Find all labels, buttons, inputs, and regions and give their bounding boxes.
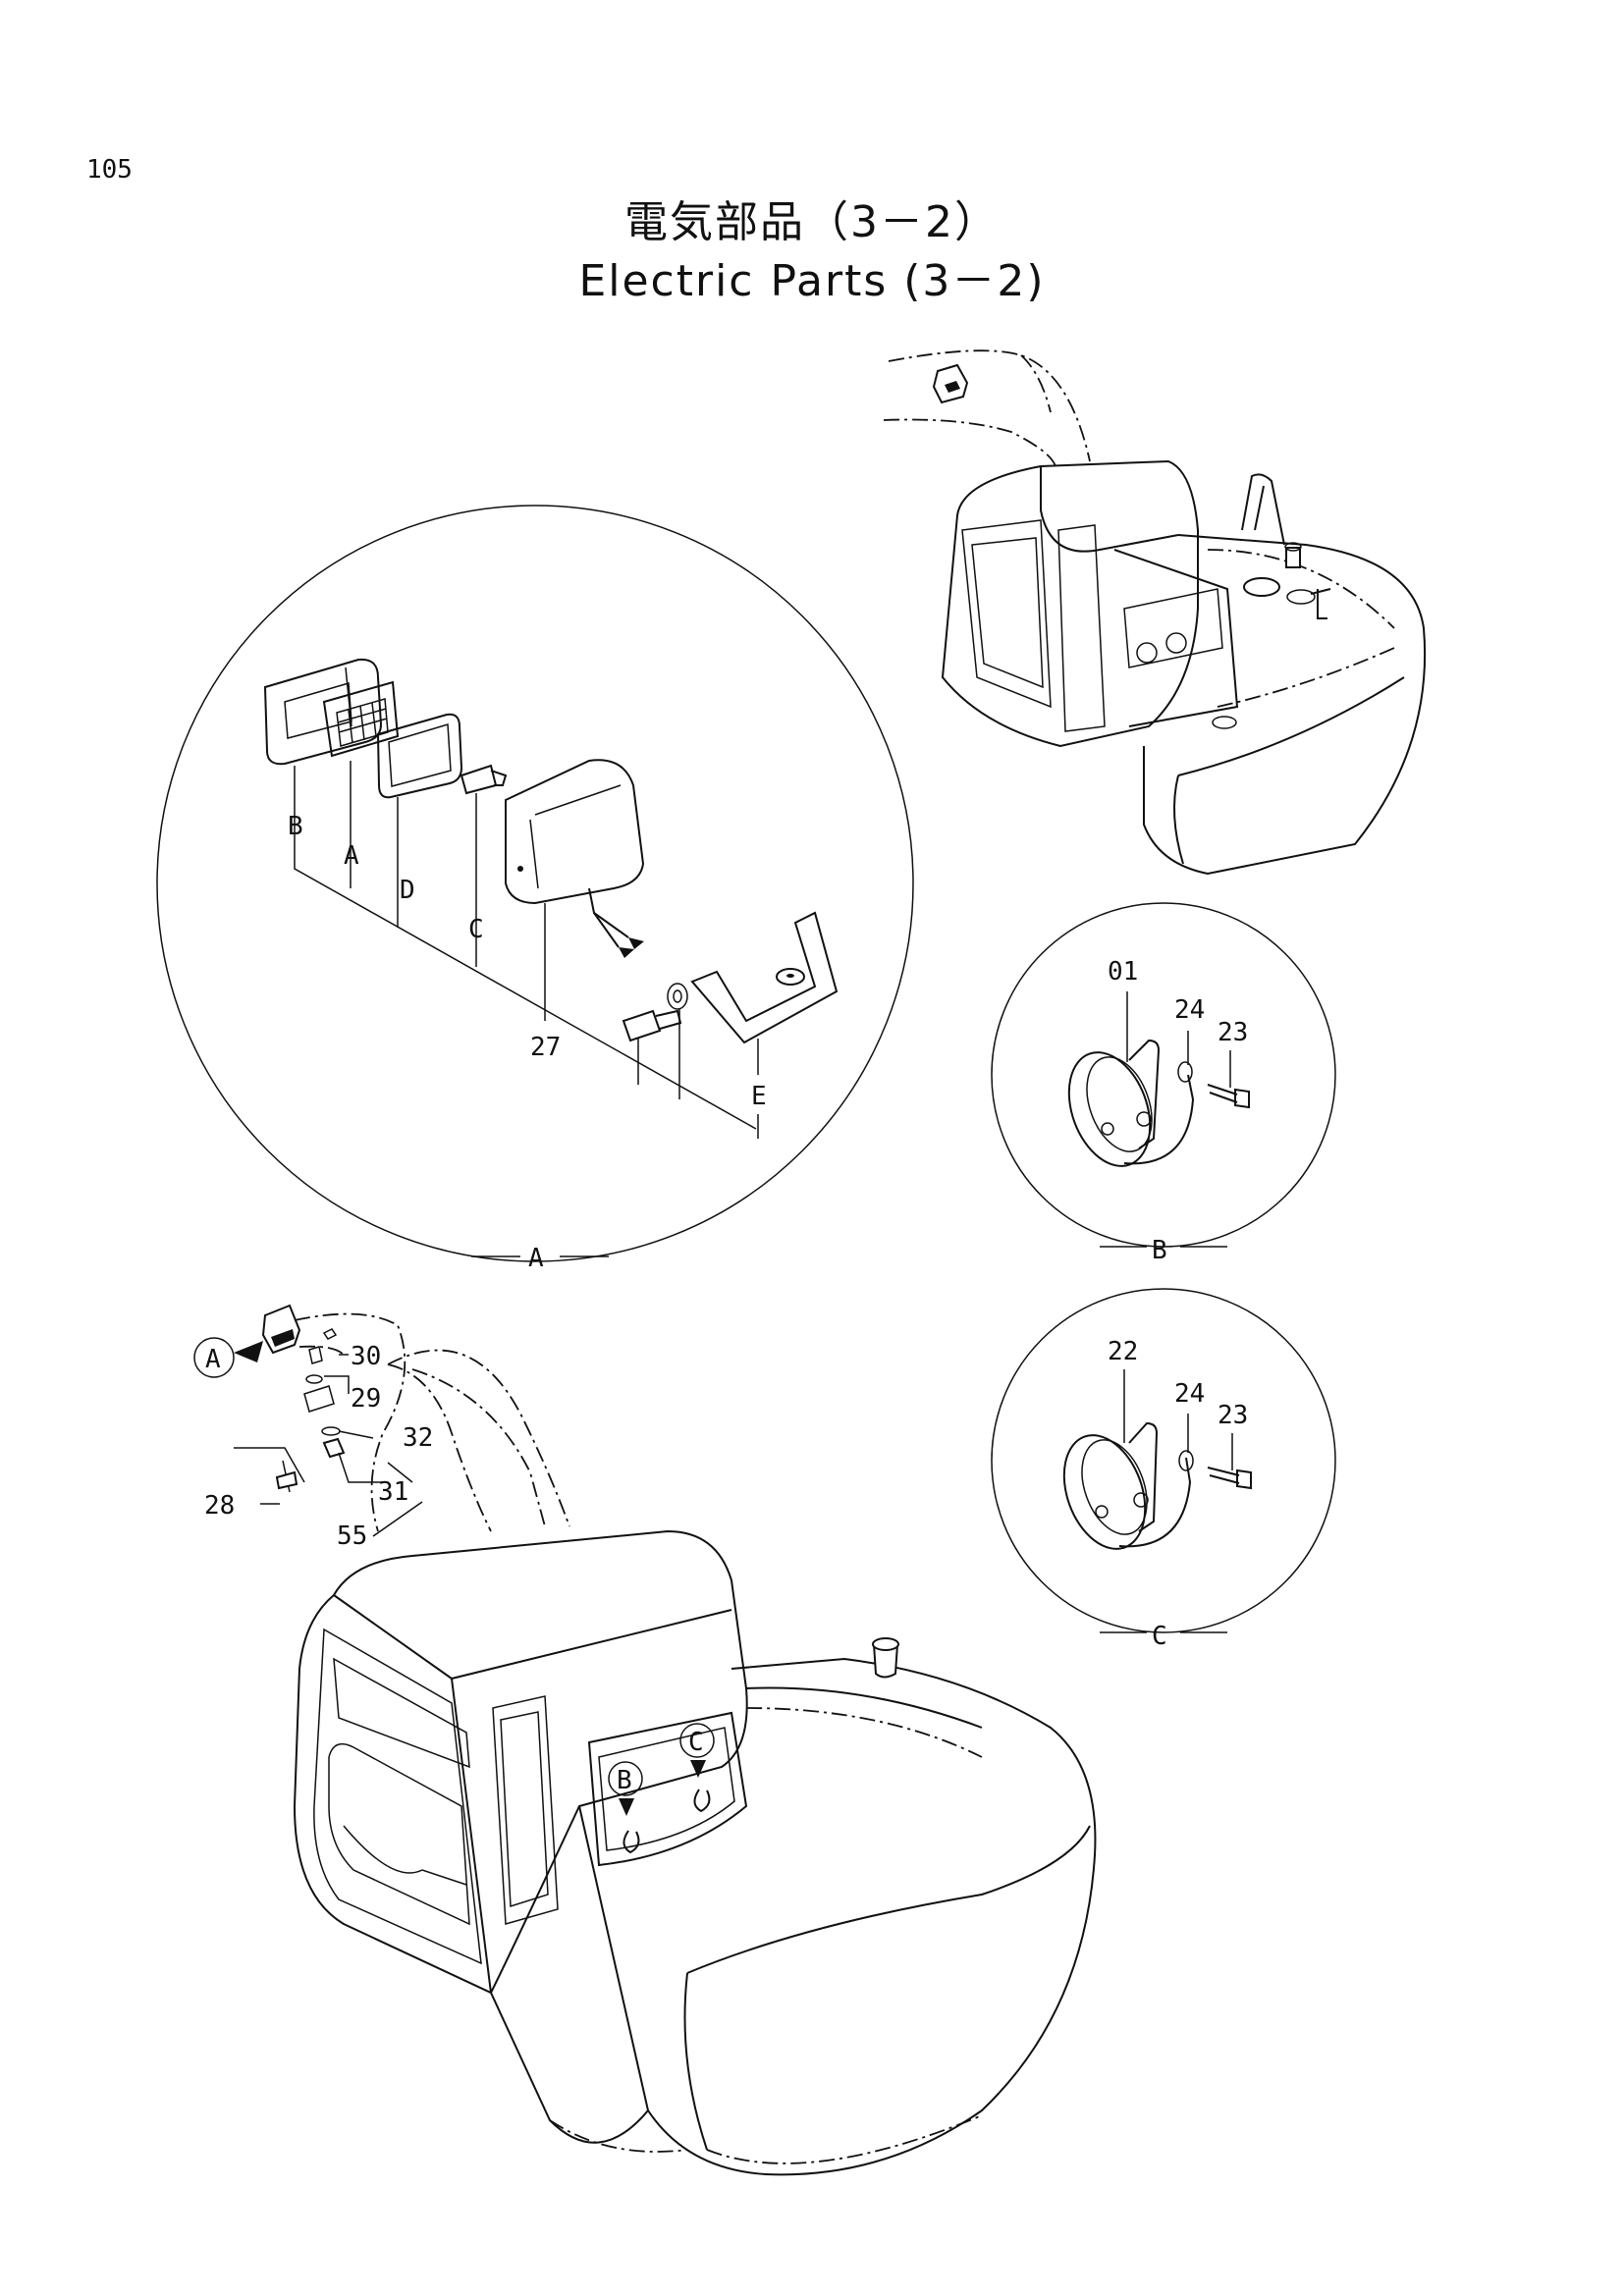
light-gasket-part: [376, 713, 463, 799]
light-mounting-assembly: A 30 29 32 28: [193, 1304, 433, 1551]
detail-a-label-e: E: [751, 1082, 767, 1111]
label-31: 31: [378, 1477, 408, 1507]
horn-b-label-01: 01: [1108, 957, 1138, 987]
bolt-and-washer-parts: [622, 983, 688, 1042]
horn-c-label-24: 24: [1174, 1379, 1205, 1409]
bubble-a-label: A: [205, 1345, 221, 1374]
detail-a-label-27: 27: [530, 1033, 561, 1062]
label-32: 32: [403, 1423, 433, 1453]
horn-part-22: [1062, 1421, 1192, 1550]
bubble-b-label: B: [617, 1766, 632, 1795]
light-bracket-part: [690, 911, 839, 1044]
light-lens-part: [322, 680, 400, 758]
main-view-bubbles: B C: [608, 1723, 715, 1854]
detail-b-callout: B: [1152, 1236, 1167, 1265]
detail-a-label-b: B: [288, 812, 303, 841]
label-30: 30: [351, 1342, 381, 1371]
light-housing-part: [505, 759, 645, 958]
detail-a-callout: A: [528, 1244, 544, 1273]
light-frame-part: [263, 658, 383, 766]
detail-a-label-d: D: [400, 876, 415, 905]
horn-c-label-22: 22: [1108, 1337, 1138, 1366]
light-bulb-part: [460, 764, 508, 795]
detail-circle-a: A: [156, 505, 914, 1273]
main-excavator-illustration: [293, 1349, 1097, 2176]
horn-b-label-24: 24: [1174, 995, 1205, 1025]
overview-excavator-illustration: [883, 349, 1427, 876]
detail-c-callout: C: [1152, 1622, 1167, 1651]
detail-circle-b: B 01 24 23: [991, 902, 1336, 1265]
label-55: 55: [337, 1522, 367, 1551]
label-28: 28: [204, 1491, 235, 1521]
horn-c-label-23: 23: [1218, 1401, 1248, 1430]
overview-work-light-icon: [932, 363, 969, 404]
page-title-english: Electric Parts (3－2): [578, 256, 1046, 306]
page-number: 105: [86, 155, 133, 185]
horn-b-label-23: 23: [1218, 1018, 1248, 1047]
page-title-japanese: 電気部品（3－2）: [624, 197, 1000, 247]
horn-part-01: [1067, 1039, 1195, 1167]
horn-bolt-washer: [1177, 1061, 1250, 1109]
detail-a-label-a: A: [344, 841, 359, 871]
horn-c-bolt-washer: [1178, 1450, 1252, 1490]
label-29: 29: [351, 1384, 381, 1414]
bubble-c-label: C: [688, 1728, 704, 1757]
detail-circle-c: C 22 24 23: [991, 1288, 1336, 1651]
detail-a-label-c: C: [468, 915, 484, 944]
